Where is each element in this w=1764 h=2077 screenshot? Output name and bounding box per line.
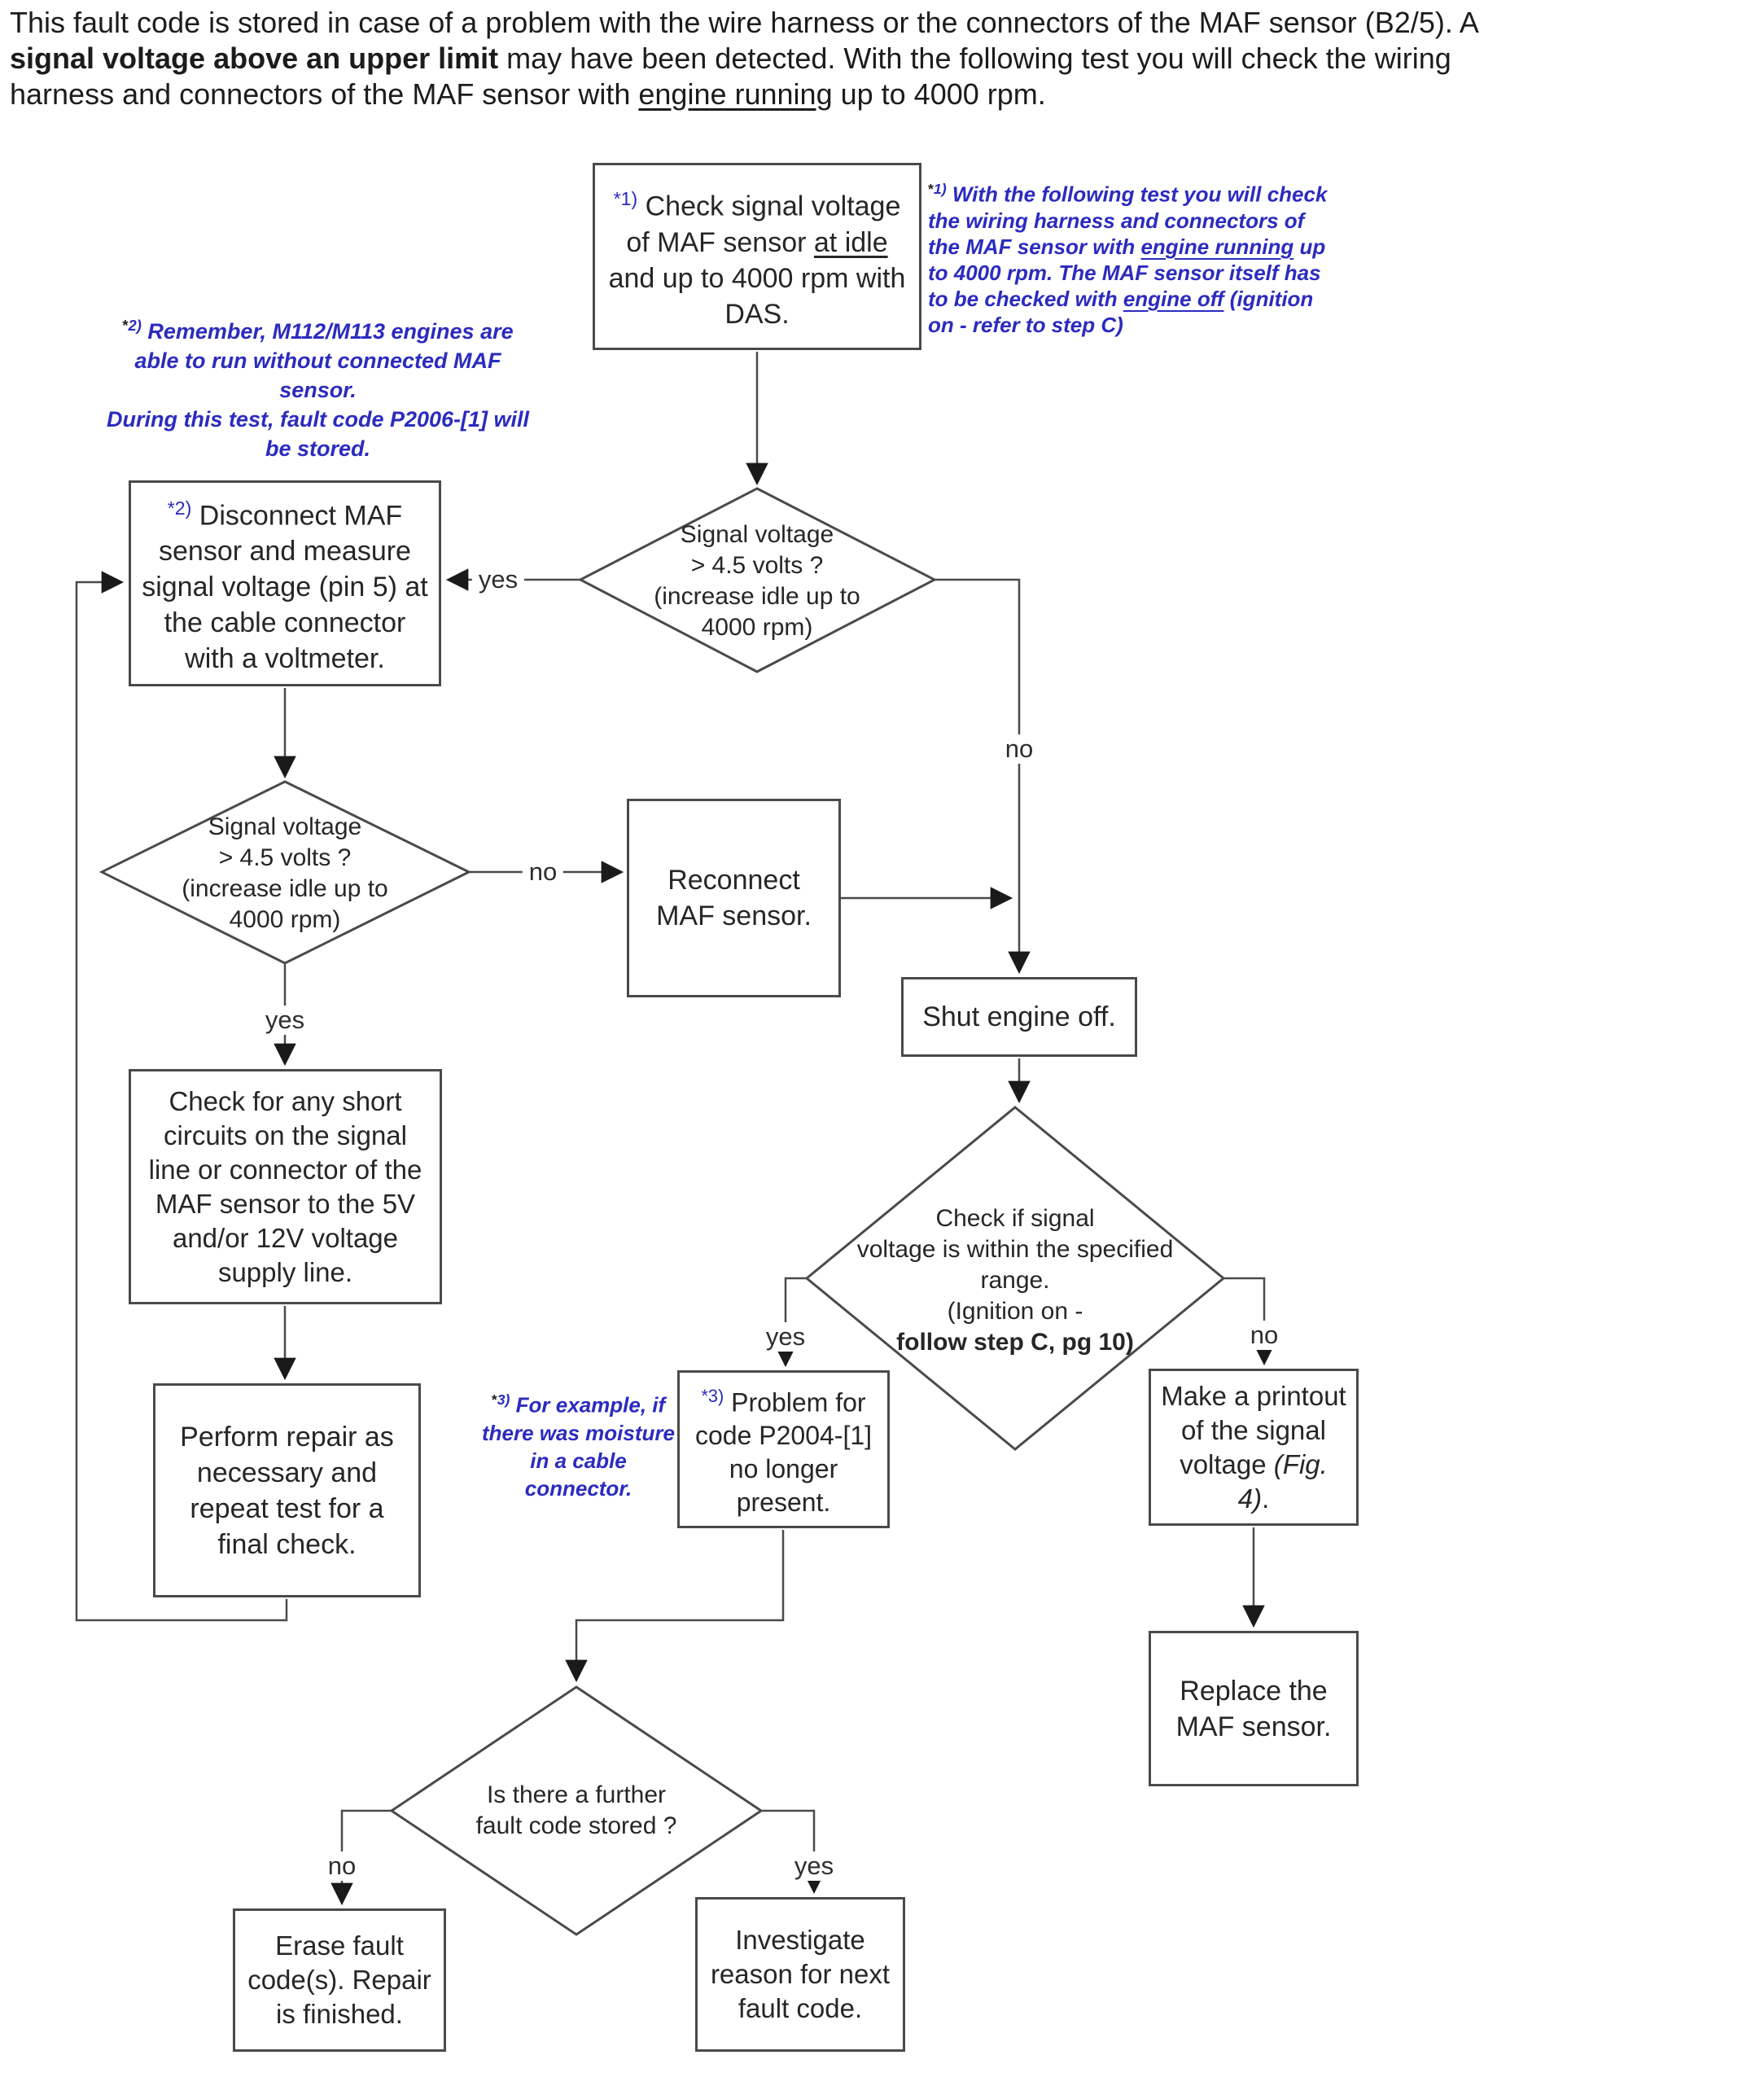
footnote-2: *2) Remember, M112/M113 engines are able… — [106, 317, 530, 461]
marker-3: *3) — [701, 1385, 724, 1406]
edge-label-d2-yes: yes — [258, 1006, 312, 1035]
node-check-short-circuits: Check for any short circuits on the sign… — [129, 1069, 442, 1304]
edge-label-d1-no: no — [998, 734, 1040, 764]
intro-bold-phrase: signal voltage above an upper limit — [10, 42, 499, 75]
edge-label-d4-yes: yes — [787, 1851, 841, 1881]
node-investigate-next-code: Investigate reason for next fault code. — [695, 1897, 905, 2052]
intro-paragraph: This fault code is stored in case of a p… — [10, 6, 1479, 111]
edge-label-d2-no: no — [522, 857, 564, 887]
engine-running-underlined-note: engine running — [1140, 234, 1294, 259]
edge-problemgone-to-d4 — [565, 1530, 785, 1683]
marker-2: *2) — [167, 497, 192, 519]
decision-diamond-2 — [98, 780, 472, 965]
edge-repair-feedback-to-disconnect — [75, 571, 288, 1622]
node-problem-no-longer-present: *3) Problem for code P2004-[1] no longer… — [677, 1370, 890, 1528]
node-check-signal-voltage: *1) Check signal voltage of MAF sensor a… — [593, 163, 921, 350]
node-erase-fault-codes: Erase fault code(s). Repair is finished. — [233, 1908, 446, 2052]
intro-line1: This fault code is stored in case of a p… — [10, 6, 1479, 39]
node-shut-engine-off: Shut engine off. — [901, 977, 1137, 1057]
marker-1: *1) — [613, 188, 638, 210]
engine-running-underlined: engine running — [638, 77, 833, 111]
edge-d1-no-to-shutoff — [935, 578, 1031, 975]
edge-label-d4-no: no — [321, 1851, 363, 1881]
edge-label-d3-yes: yes — [759, 1322, 812, 1352]
decision-diamond-3 — [804, 1106, 1226, 1451]
decision-diamond-4 — [389, 1685, 764, 1936]
decision-2-text: Signal voltage > 4.5 volts ? (increase i… — [182, 813, 388, 933]
edge-label-d1-yes: yes — [471, 565, 525, 594]
node-make-printout: Make a printout of the signal voltage (F… — [1149, 1369, 1359, 1526]
decision-diamond-1 — [577, 487, 938, 673]
node-disconnect-maf: *2) Disconnect MAF sensor and measure si… — [129, 480, 441, 686]
at-idle-underlined: at idle — [813, 226, 888, 258]
footnote-3: *3) For example, if there was moisture i… — [482, 1391, 675, 1501]
decision-4-text: Is there a further fault code stored ? — [475, 1781, 677, 1839]
edge-label-d3-no: no — [1243, 1321, 1285, 1350]
decision-1-text: Signal voltage > 4.5 volts ? (increase i… — [654, 521, 860, 641]
node-perform-repair: Perform repair as necessary and repeat t… — [153, 1383, 421, 1597]
footnote-1: *1) With the following test you will che… — [928, 181, 1328, 337]
fig4-italic: (Fig. 4) — [1237, 1448, 1328, 1514]
node-replace-maf: Replace the MAF sensor. — [1149, 1631, 1359, 1786]
node-reconnect-maf: Reconnect MAF sensor. — [627, 799, 841, 997]
decision-3-text: Check if signal voltage is within the sp… — [856, 1205, 1174, 1356]
engine-off-underlined-note: engine off — [1123, 286, 1224, 311]
